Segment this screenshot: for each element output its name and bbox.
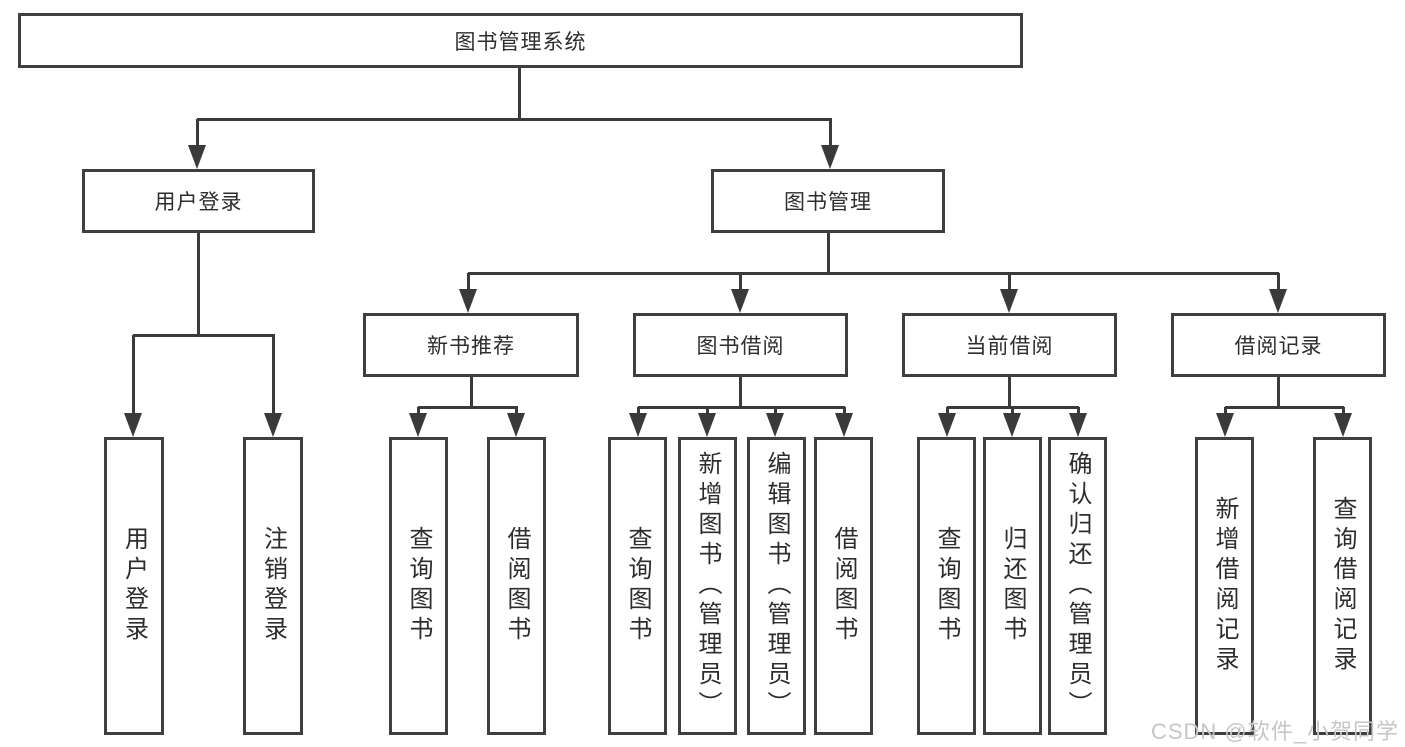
node-label: 新书推荐 xyxy=(427,335,515,358)
node-label: 新增图书（管理员） xyxy=(694,451,721,721)
node-label: 查询借阅记录 xyxy=(1329,496,1356,676)
connector-line xyxy=(470,377,473,409)
arrow-down-icon xyxy=(766,413,784,437)
connector-line xyxy=(197,233,200,337)
diagram-node-leaf-query-record: 查询借阅记录 xyxy=(1313,437,1372,735)
node-label: 图书管理系统 xyxy=(454,30,587,54)
node-label: 查询图书 xyxy=(624,526,651,646)
node-label: 借阅图书 xyxy=(503,526,530,646)
diagram-node-current-borrowing: 当前借阅 xyxy=(902,313,1117,377)
arrow-down-icon xyxy=(409,413,427,437)
diagram-node-leaf-user-login: 用户登录 xyxy=(104,437,164,735)
node-label: 当前借阅 xyxy=(965,335,1054,358)
connector-line xyxy=(638,406,845,409)
connector-line xyxy=(1277,273,1280,295)
connector-line xyxy=(1225,406,1344,409)
arrow-down-icon xyxy=(188,145,206,169)
arrow-down-icon xyxy=(835,413,853,437)
node-label: 归还图书 xyxy=(999,526,1026,646)
connector-line xyxy=(739,377,742,409)
connector-line xyxy=(197,118,832,121)
arrow-down-icon xyxy=(459,289,477,313)
connector-line xyxy=(467,273,470,295)
diagram-node-root: 图书管理系统 xyxy=(18,13,1023,68)
node-label: 图书管理 xyxy=(784,191,872,214)
node-label: 用户登录 xyxy=(154,191,243,214)
arrow-down-icon xyxy=(1269,289,1287,313)
diagram-node-leaf-borrow-book-2: 借阅图书 xyxy=(814,437,873,735)
diagram-node-leaf-query-book-2: 查询图书 xyxy=(608,437,667,735)
node-label: 借阅图书 xyxy=(830,526,857,646)
arrow-down-icon xyxy=(731,289,749,313)
diagram-node-leaf-logout: 注销登录 xyxy=(243,437,303,735)
node-label: 图书借阅 xyxy=(696,335,785,358)
diagram-node-leaf-borrow-book-1: 借阅图书 xyxy=(487,437,546,735)
diagram-node-leaf-confirm-return: 确认归还（管理员） xyxy=(1048,437,1107,735)
arrow-down-icon xyxy=(1000,289,1018,313)
arrow-down-icon xyxy=(938,413,956,437)
diagram-node-leaf-return-book: 归还图书 xyxy=(983,437,1042,735)
connector-line xyxy=(1008,377,1011,409)
arrow-down-icon xyxy=(698,413,716,437)
connector-line xyxy=(827,233,830,275)
diagram-node-new-book-recommend: 新书推荐 xyxy=(363,313,579,377)
connector-line xyxy=(829,119,832,154)
diagram-node-leaf-query-book-3: 查询图书 xyxy=(917,437,976,735)
connector-line xyxy=(518,68,521,121)
connector-line xyxy=(196,119,199,154)
node-label: 注销登录 xyxy=(259,526,287,646)
node-label: 编辑图书（管理员） xyxy=(763,451,790,721)
arrow-down-icon xyxy=(629,413,647,437)
arrow-down-icon xyxy=(1069,413,1087,437)
arrow-down-icon xyxy=(1003,413,1021,437)
connector-line xyxy=(418,406,518,409)
node-label: 新增借阅记录 xyxy=(1211,496,1238,676)
arrow-down-icon xyxy=(507,413,525,437)
diagram-node-leaf-query-book-1: 查询图书 xyxy=(389,437,448,735)
node-label: 确认归还（管理员） xyxy=(1064,451,1091,721)
connector-line xyxy=(739,273,742,295)
connector-line xyxy=(272,335,275,417)
diagram-node-user-login: 用户登录 xyxy=(82,169,315,233)
diagram-node-leaf-add-book: 新增图书（管理员） xyxy=(678,437,737,735)
diagram-node-leaf-add-record: 新增借阅记录 xyxy=(1195,437,1254,735)
node-label: 借阅记录 xyxy=(1234,335,1323,358)
arrow-down-icon xyxy=(264,413,282,437)
connector-line xyxy=(1277,377,1280,409)
connector-line xyxy=(133,334,275,337)
diagram-node-leaf-edit-book: 编辑图书（管理员） xyxy=(747,437,806,735)
connector-line xyxy=(468,272,1279,275)
diagram-node-book-management: 图书管理 xyxy=(711,169,945,233)
node-label: 用户登录 xyxy=(120,526,148,646)
node-label: 查询图书 xyxy=(405,526,432,646)
arrow-down-icon xyxy=(1216,413,1234,437)
arrow-down-icon xyxy=(1334,413,1352,437)
diagram-node-book-borrowing: 图书借阅 xyxy=(633,313,848,377)
connector-line xyxy=(132,335,135,417)
arrow-down-icon xyxy=(124,413,142,437)
arrow-down-icon xyxy=(821,145,839,169)
connector-line xyxy=(1008,273,1011,295)
diagram-node-borrowing-records: 借阅记录 xyxy=(1171,313,1386,377)
node-label: 查询图书 xyxy=(933,526,960,646)
